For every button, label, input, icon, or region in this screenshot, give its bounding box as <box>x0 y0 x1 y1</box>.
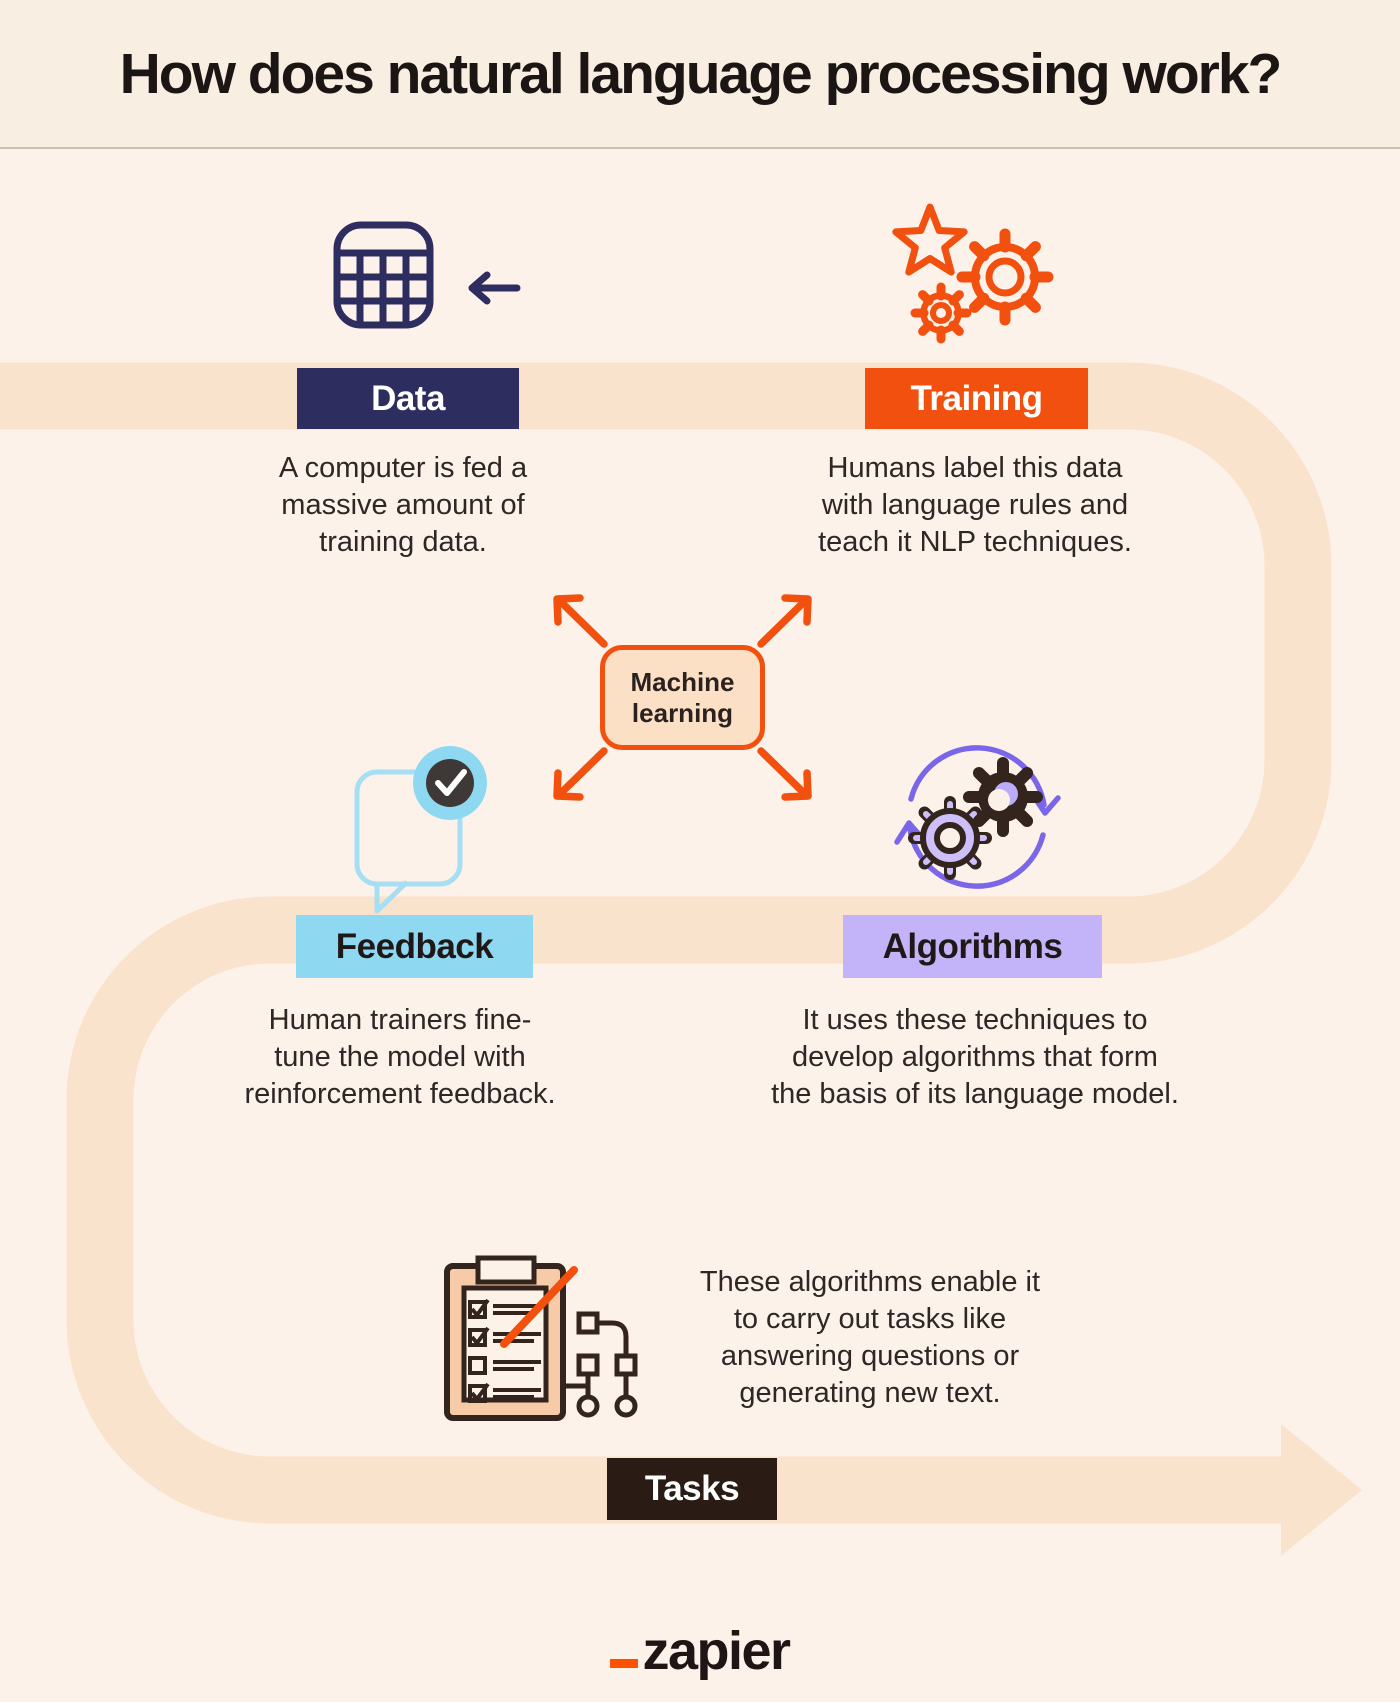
flow-arrowhead <box>1281 1424 1362 1556</box>
check-badge-icon <box>413 746 487 820</box>
zapier-logo-text: zapier <box>642 1621 791 1681</box>
flow-ribbon-path <box>0 362 1332 1524</box>
header: How does natural language processing wor… <box>0 0 1400 149</box>
stage-label-training: Training <box>865 368 1088 429</box>
gear-small-icon <box>910 282 972 344</box>
stage-description-training: Humans label this data with language rul… <box>818 452 1132 558</box>
stage-label-algorithms: Algorithms <box>843 915 1102 978</box>
gear-large-icon <box>956 228 1054 326</box>
stage-label-tasks: Tasks <box>607 1458 777 1520</box>
checklist-flowchart-icon <box>444 1255 638 1421</box>
table-icon <box>333 221 434 329</box>
left-arrow-icon <box>468 271 521 305</box>
stage-label-data: Data <box>297 368 519 429</box>
gear-dark-icon <box>963 757 1043 837</box>
zapier-logo: zapier <box>560 1608 840 1678</box>
stage-description-algorithms: It uses these techniques to develop algo… <box>771 1004 1179 1110</box>
machine-learning-arrows <box>553 594 812 801</box>
page-title: How does natural language processing wor… <box>119 41 1283 106</box>
machine-learning-box: Machine learning <box>600 645 765 750</box>
zapier-underscore-icon <box>610 1659 639 1668</box>
chat-bubble-icon <box>354 769 463 914</box>
stage-description-feedback: Human trainers fine- tune the model with… <box>244 1004 556 1110</box>
stage-label-feedback: Feedback <box>296 915 533 978</box>
stage-description-tasks: These algorithms enable it to carry out … <box>699 1266 1041 1409</box>
star-icon <box>892 203 968 276</box>
gear-purple-icon <box>908 796 992 880</box>
stage-description-data: A computer is fed a massive amount of tr… <box>278 452 528 558</box>
